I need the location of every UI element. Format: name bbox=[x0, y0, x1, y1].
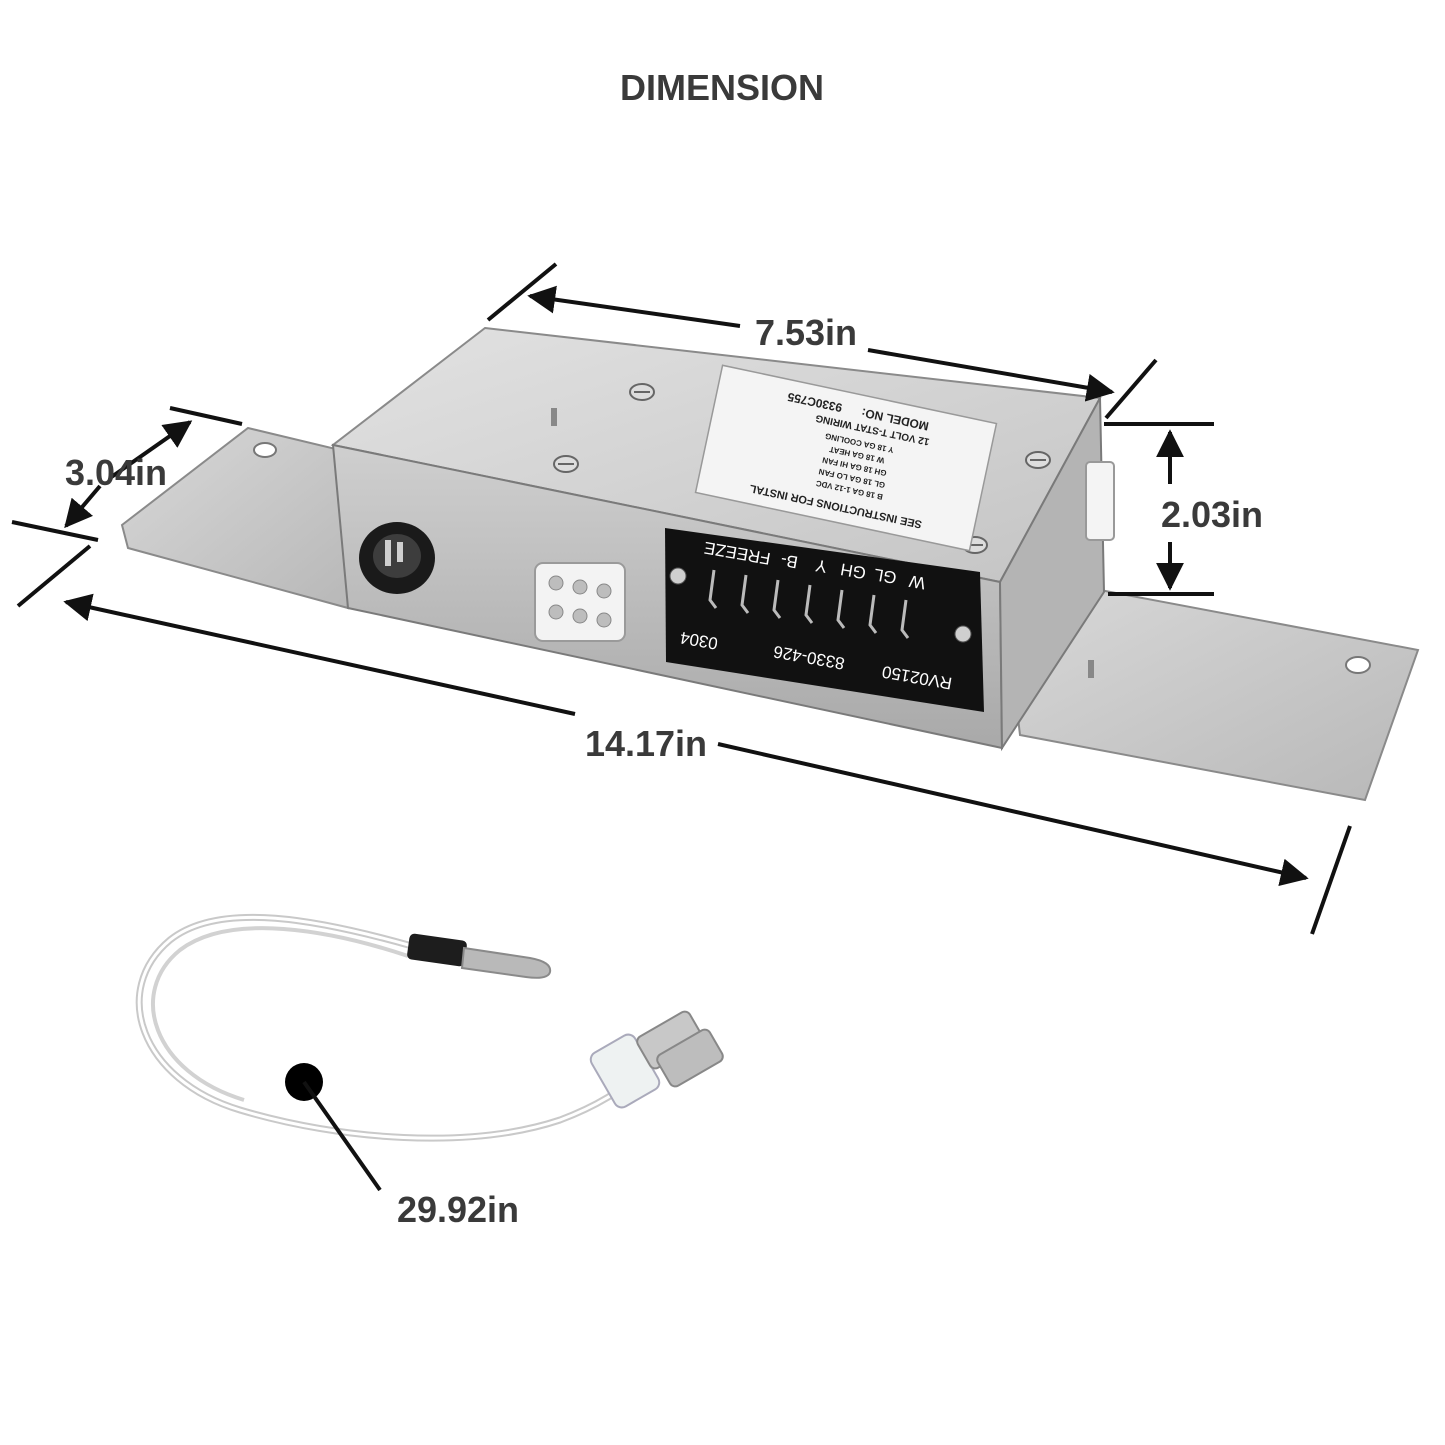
six-pin-connector bbox=[534, 562, 626, 642]
terminal-label: GH bbox=[839, 559, 867, 582]
dimension-flange-width: 3.04in bbox=[65, 452, 167, 493]
product-label: SEE INSTRUCTIONS FOR INSTAL MODEL NO: 93… bbox=[694, 364, 998, 552]
quick-connect-terminals bbox=[589, 1010, 724, 1109]
sensor-heat-shrink bbox=[407, 933, 467, 967]
right-mount-hole bbox=[1345, 656, 1371, 674]
temperature-sensor bbox=[135, 913, 724, 1192]
dimension-box-length: 7.53in bbox=[755, 312, 857, 353]
screw-icon bbox=[553, 455, 579, 473]
standoff-post bbox=[1088, 660, 1094, 678]
dimension-box-height: 2.03in bbox=[1161, 494, 1263, 535]
box-right-face bbox=[998, 394, 1106, 752]
page-title: DIMENSION bbox=[620, 67, 824, 108]
dimension-sensor-length: 29.92in bbox=[397, 1189, 519, 1230]
terminal-label: B- bbox=[779, 550, 799, 572]
dimension-total-length: 14.17in bbox=[585, 723, 707, 764]
standoff-post bbox=[551, 408, 557, 426]
side-connector bbox=[1085, 461, 1115, 541]
length-leader-line bbox=[302, 1080, 382, 1192]
terminal-block: W GL GH Y B- FREEZE bbox=[665, 528, 984, 712]
screw-icon bbox=[954, 625, 972, 643]
control-board-device: SEE INSTRUCTIONS FOR INSTAL MODEL NO: 93… bbox=[120, 326, 1420, 802]
dimension-lines bbox=[11, 262, 1352, 935]
left-mount-hole bbox=[253, 442, 277, 458]
sensor-probe-tip bbox=[460, 946, 552, 979]
left-mounting-flange bbox=[120, 426, 350, 610]
round-socket bbox=[359, 522, 435, 594]
terminal-label: Y bbox=[814, 556, 828, 577]
screw-icon bbox=[1025, 451, 1051, 469]
spade-terminals bbox=[708, 569, 910, 639]
terminal-label: GL bbox=[872, 565, 898, 588]
screw-icon bbox=[669, 567, 687, 585]
terminal-label: W bbox=[908, 571, 927, 592]
screw-icon bbox=[629, 383, 655, 401]
